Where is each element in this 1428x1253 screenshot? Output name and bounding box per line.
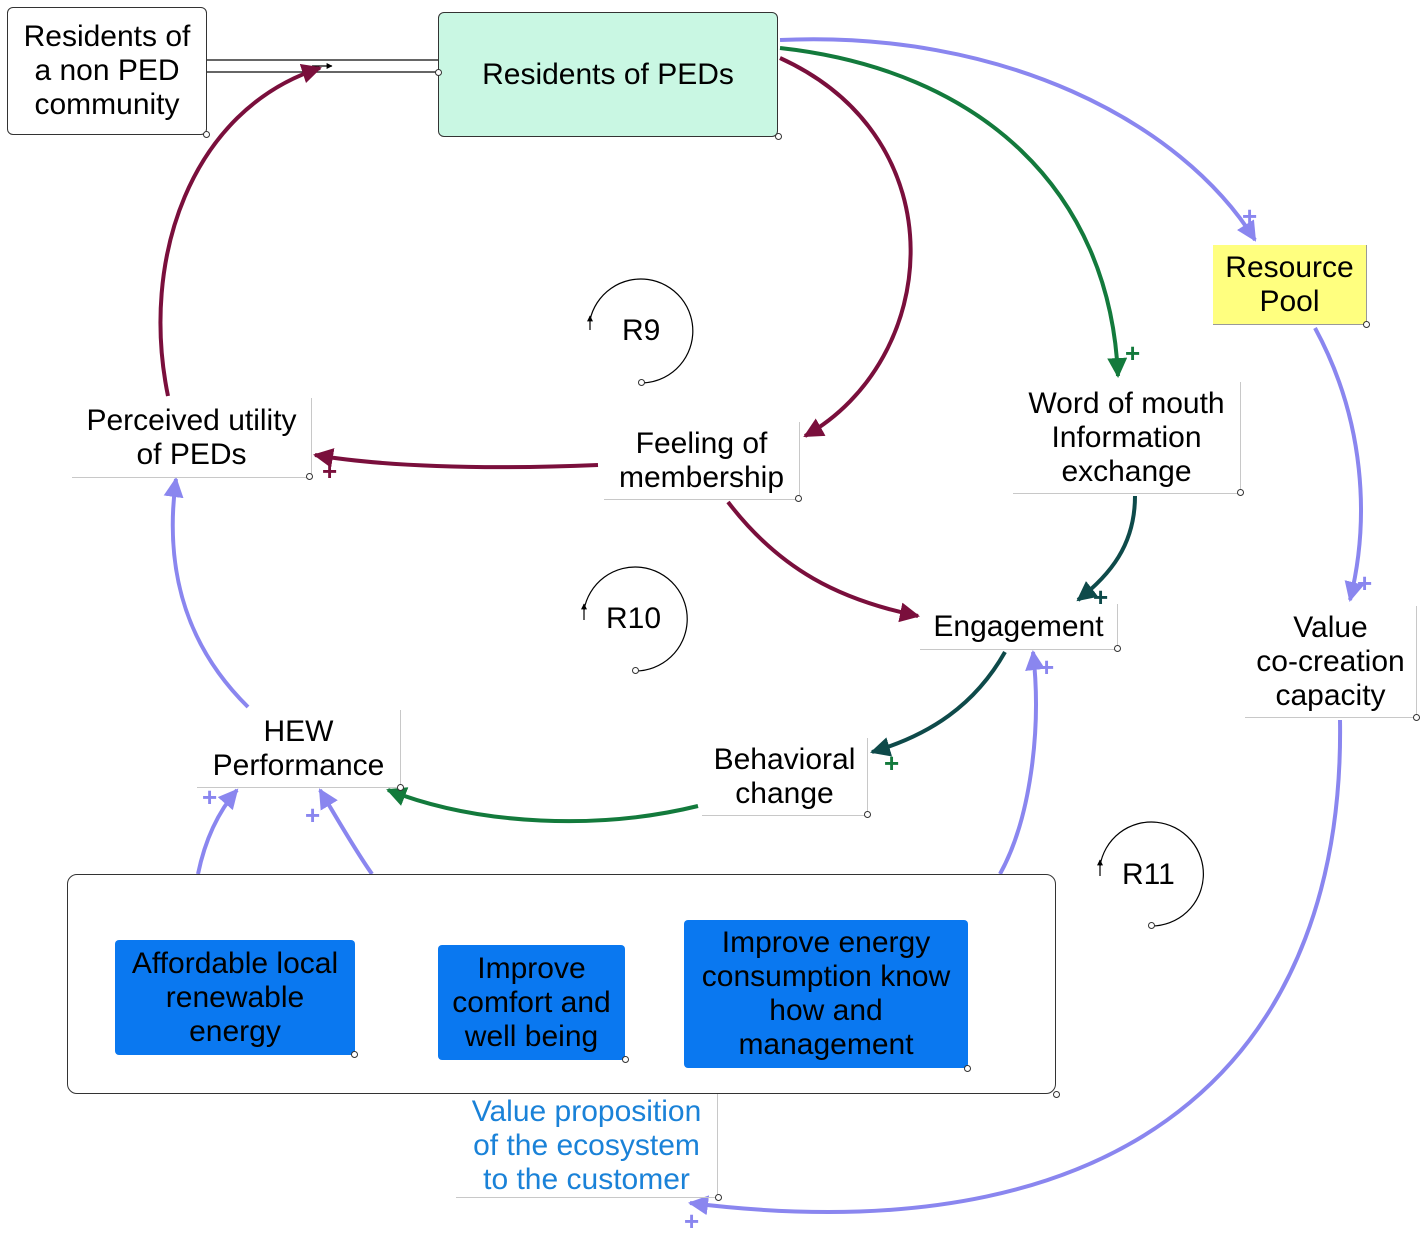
link-feeling-to-engagement bbox=[726, 500, 920, 623]
handle-dot bbox=[306, 473, 313, 480]
handle-dot bbox=[632, 667, 639, 674]
sign-engagement-lav: + bbox=[1039, 652, 1055, 682]
node-residents-peds-label: Residents of PEDs bbox=[482, 57, 734, 91]
flow-pipe bbox=[206, 59, 438, 73]
loop-r9-marker bbox=[589, 278, 694, 384]
handle-dot bbox=[203, 131, 210, 138]
handle-dot bbox=[1413, 714, 1420, 721]
loop-r11-label: R11 bbox=[1122, 858, 1175, 891]
handle-dot bbox=[1114, 645, 1121, 652]
node-word-of-mouth: Word of mouth Information exchange bbox=[1013, 382, 1241, 494]
link-hew-to-utility bbox=[163, 477, 250, 709]
loop-r9-label: R9 bbox=[622, 314, 661, 347]
handle-dot bbox=[1237, 489, 1244, 496]
node-perceived-utility-label: Perceived utility of PEDs bbox=[86, 403, 297, 471]
node-hew-performance-label: HEW Performance bbox=[212, 714, 385, 782]
node-affordable-energy-label: Affordable local renewable energy bbox=[131, 946, 339, 1048]
node-comfort: Improve comfort and well being bbox=[438, 945, 625, 1060]
link-box-to-hew-left bbox=[196, 788, 239, 875]
link-box-to-hew-right bbox=[318, 788, 374, 876]
node-resource-pool: Resource Pool bbox=[1213, 245, 1367, 325]
node-feeling-membership: Feeling of membership bbox=[604, 422, 800, 500]
node-behavioral-change: Behavioral change bbox=[702, 738, 868, 816]
sign-engagement-teal: + bbox=[1093, 582, 1109, 612]
link-cocreation-to-valueprop bbox=[688, 719, 1343, 1216]
sign-value-proposition: + bbox=[684, 1206, 700, 1236]
sign-hew-right: + bbox=[305, 800, 321, 830]
node-perceived-utility: Perceived utility of PEDs bbox=[72, 398, 312, 478]
node-energy-knowhow: Improve energy consumption know how and … bbox=[684, 920, 968, 1068]
node-engagement-label: Engagement bbox=[933, 609, 1104, 643]
sign-utility: + bbox=[322, 456, 338, 486]
node-non-ped-community-label: Residents of a non PED community bbox=[23, 20, 191, 121]
loop-r10-label: R10 bbox=[606, 602, 662, 635]
handle-dot bbox=[1148, 922, 1155, 929]
handle-dot bbox=[1053, 1091, 1060, 1098]
node-residents-peds: Residents of PEDs bbox=[438, 12, 778, 137]
handle-dot bbox=[775, 133, 782, 140]
link-feeling-to-utility bbox=[313, 448, 599, 470]
loop-r11-marker bbox=[1099, 821, 1204, 927]
node-energy-knowhow-label: Improve energy consumption know how and … bbox=[701, 926, 951, 1061]
node-value-cocreation: Value co-creation capacity bbox=[1245, 606, 1417, 718]
link-utility-to-peds bbox=[158, 64, 322, 397]
link-engagement-to-behavior bbox=[870, 651, 1007, 757]
node-feeling-membership-label: Feeling of membership bbox=[618, 426, 785, 494]
loop-r10-marker bbox=[583, 566, 688, 672]
handle-dot bbox=[715, 1194, 722, 1201]
link-wordofmouth-to-engagement bbox=[1076, 495, 1137, 602]
link-box-to-engagement bbox=[998, 650, 1045, 875]
handle-dot bbox=[351, 1051, 358, 1058]
handle-dot bbox=[435, 69, 442, 76]
sign-resource-pool: + bbox=[1242, 201, 1258, 231]
link-resourcepool-to-cocreation bbox=[1313, 327, 1365, 602]
node-engagement: Engagement bbox=[920, 604, 1118, 650]
link-behavior-to-hew bbox=[386, 787, 699, 824]
node-hew-performance: HEW Performance bbox=[197, 710, 401, 788]
handle-dot bbox=[622, 1056, 629, 1063]
handle-dot bbox=[964, 1065, 971, 1072]
node-value-proposition-label: Value proposition of the ecosystem to th… bbox=[471, 1094, 702, 1196]
link-peds-to-resourcepool bbox=[779, 37, 1257, 242]
handle-dot bbox=[1363, 321, 1370, 328]
node-value-proposition: Value proposition of the ecosystem to th… bbox=[456, 1094, 718, 1198]
sign-word-of-mouth: + bbox=[1125, 338, 1141, 368]
handle-dot bbox=[638, 379, 645, 386]
node-non-ped-community: Residents of a non PED community bbox=[7, 7, 207, 135]
link-peds-to-wordofmouth bbox=[779, 46, 1128, 378]
handle-dot bbox=[397, 784, 404, 791]
node-word-of-mouth-label: Word of mouth Information exchange bbox=[1028, 386, 1225, 488]
node-comfort-label: Improve comfort and well being bbox=[452, 951, 611, 1053]
sign-cocreation: + bbox=[1357, 568, 1373, 598]
node-value-cocreation-label: Value co-creation capacity bbox=[1256, 610, 1405, 712]
handle-dot bbox=[864, 811, 871, 818]
node-resource-pool-label: Resource Pool bbox=[1225, 250, 1354, 318]
link-peds-to-feeling bbox=[779, 56, 913, 438]
handle-dot bbox=[795, 495, 802, 502]
sign-hew-left: + bbox=[202, 782, 218, 812]
node-affordable-energy: Affordable local renewable energy bbox=[115, 940, 355, 1055]
node-behavioral-change-label: Behavioral change bbox=[713, 742, 856, 810]
sign-behavioral: + bbox=[884, 748, 900, 778]
